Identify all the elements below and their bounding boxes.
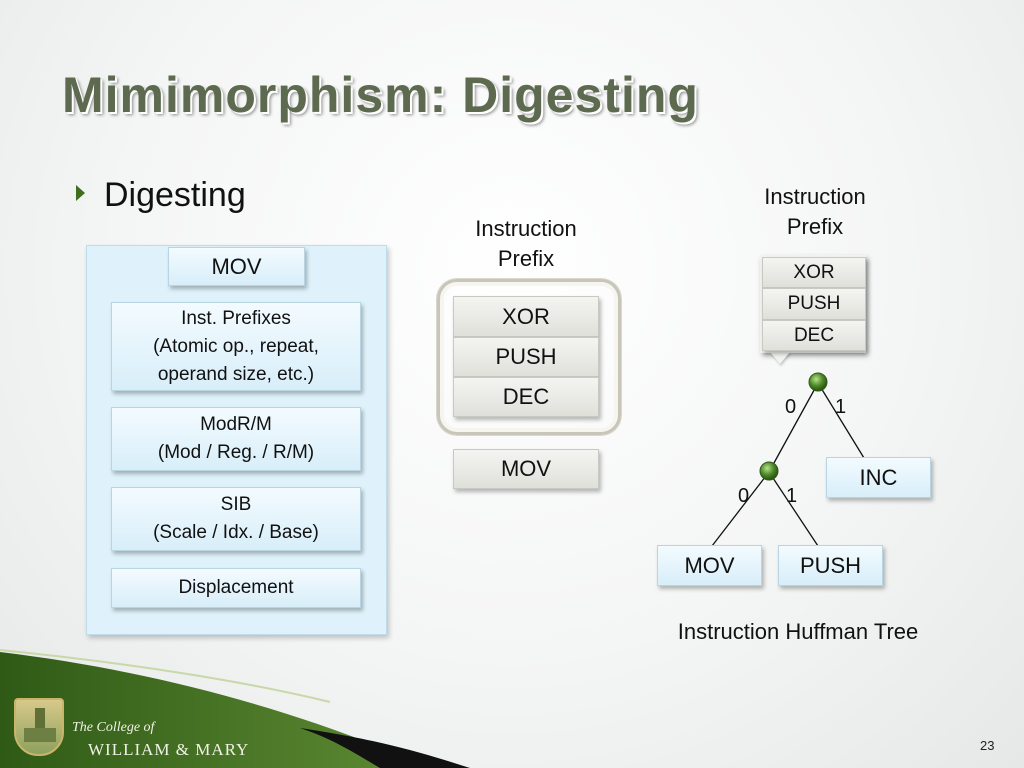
- displacement-field-box: Displacement: [111, 568, 361, 608]
- tree-push-box: PUSH: [762, 288, 866, 320]
- leaf-inc-box: INC: [826, 457, 931, 498]
- tree-xor-box: XOR: [762, 257, 866, 288]
- mov-header-box: MOV: [168, 247, 305, 286]
- edge-inner-left: [711, 471, 770, 547]
- callout-tail: [770, 352, 790, 364]
- middle-xor-box: XOR: [453, 296, 599, 337]
- tree-dec-box: DEC: [762, 320, 866, 351]
- modrm-field-box: ModR/M (Mod / Reg. / R/M): [111, 407, 361, 471]
- middle-dec-box: DEC: [453, 377, 599, 417]
- inner-right-bit: 1: [786, 485, 798, 507]
- college-name-line1: The College of: [72, 720, 155, 735]
- prefixes-field-box: Inst. Prefixes (Atomic op., repeat, oper…: [111, 302, 361, 391]
- edge-inner-right: [768, 471, 819, 547]
- middle-prefix-label: Instruction Prefix: [475, 216, 577, 271]
- slide-title: Mimimorphism: Digesting: [62, 67, 699, 123]
- inner-left-bit: 0: [738, 485, 750, 507]
- tree-prefix-label: Instruction Prefix: [764, 184, 866, 239]
- footer-swoosh: [0, 649, 470, 768]
- leaf-push-box: PUSH: [778, 545, 883, 586]
- tree-caption: Instruction Huffman Tree: [677, 619, 919, 644]
- root-left-bit: 0: [785, 396, 797, 418]
- page-number: 23: [980, 738, 995, 753]
- root-right-bit: 1: [835, 396, 847, 418]
- edge-root-left: [768, 382, 819, 473]
- bullet-text: Digesting: [104, 176, 246, 214]
- prefix-group-frame: [437, 279, 621, 435]
- edge-root-right: [817, 382, 865, 459]
- inner-node: [759, 461, 779, 481]
- sib-field-box: SIB (Scale / Idx. / Base): [111, 487, 361, 551]
- bullet-arrow-icon: [76, 185, 85, 201]
- college-name-line2: WILLIAM & MARY: [88, 740, 250, 759]
- college-crest-icon: [14, 698, 64, 756]
- root-node: [808, 372, 828, 392]
- leaf-mov-box: MOV: [657, 545, 762, 586]
- middle-push-box: PUSH: [453, 337, 599, 377]
- middle-mov-box: MOV: [453, 449, 599, 489]
